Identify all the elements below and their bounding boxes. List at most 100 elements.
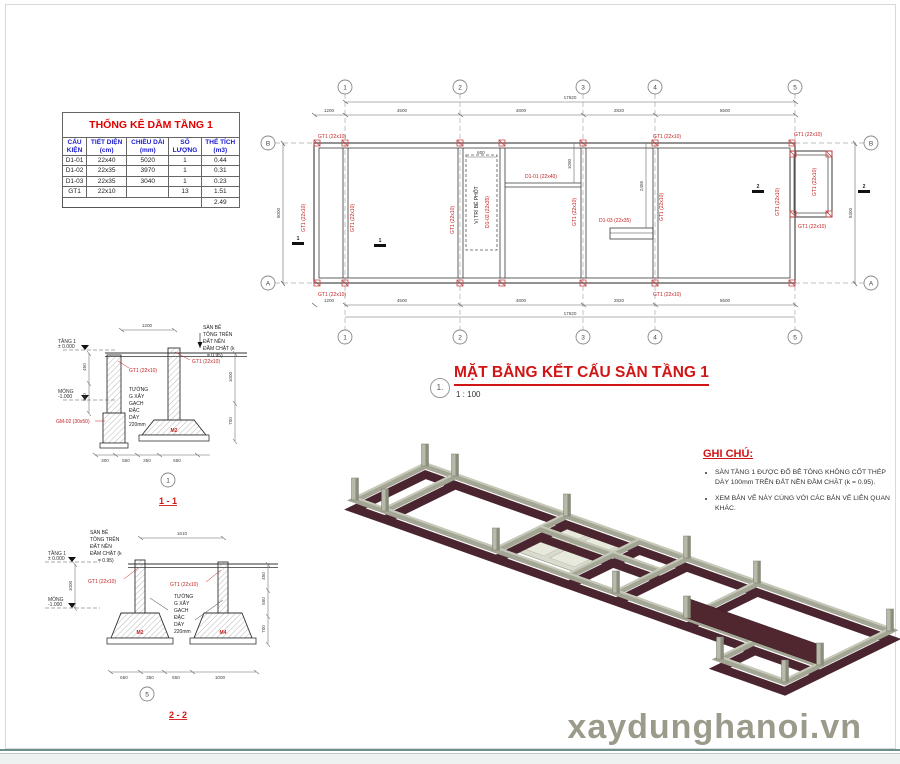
grid-label: 4 [653,335,657,342]
beam-label: GT1 (22x10) [775,188,781,216]
grid-label: 1 [343,85,347,92]
dimension-lines [280,99,858,318]
beam-label: GT1 (22x10) [798,224,826,230]
dim: 650 [172,675,180,680]
level-value: -1.000 [58,394,72,400]
dim: 4800 [516,298,527,303]
table-total: 2.49 [200,196,241,209]
grid-label: 2 [458,85,462,92]
dim: 550 [82,393,87,401]
footer-line [0,749,900,751]
dim: 450 [82,363,87,371]
dim: 2820 [614,108,625,113]
table-title: THỐNG KÊ DẦM TẦNG 1 [62,111,240,139]
svg-text:ĐẦM CHẶT (k: ĐẦM CHẶT (k [90,550,122,557]
grid-label: B [266,141,270,148]
septic-tank-outline [465,154,498,251]
view-number: 1. [430,378,450,398]
dim: 5500 [720,298,731,303]
columns [351,443,894,683]
grid-label: 5 [793,85,797,92]
plan-scale: 1 : 100 [456,390,481,399]
section-marker-label: 2 [757,184,760,190]
section-markers: 1 1 2 2 [292,184,870,247]
dim: 300 [101,458,109,463]
section-marker-label: 2 [863,184,866,190]
level-label: MÓNG [58,388,74,395]
beam-label: GT1 (22x10) [88,579,116,585]
slab-note: SÀN BÊ TÔNG TRÊN ĐẤT NỀN ĐẦM CHẶT (k = 0… [90,528,122,564]
grid-label: 1 [166,478,170,485]
dim-right: 5300 [848,207,853,218]
section-2-2: 1610 TẦNG 1 ± 0.000 MÓNG -1.000 SÀN BÊ T… [45,528,278,720]
footer-line-2 [0,753,900,754]
dim: 700 [228,417,233,425]
level-label: TẦNG 1 [58,338,76,345]
table-total-row: 2.49 [62,196,241,209]
dim: 700 [261,625,266,633]
plan-title-text: MẶT BẰNG KẾT CẤU SÀN TẦNG 1 [454,364,709,386]
svg-text:ĐẶC: ĐẶC [129,407,140,414]
dim: 1200 [324,298,335,303]
dim-total-top: 17620 [564,95,577,100]
section1-geometry [63,327,247,458]
svg-text:220mm: 220mm [174,629,191,635]
svg-text:TÔNG TRÊN: TÔNG TRÊN [203,330,233,338]
svg-text:GẠCH: GẠCH [129,401,144,407]
svg-text:ĐẦM CHẶT (k: ĐẦM CHẶT (k [203,345,235,352]
grid-bubbles: 1 2 3 4 5 1 2 3 4 5 B A B A [260,79,879,345]
beam-label: GT1 (22x10) [350,204,356,232]
wall-note: TƯỜNG G XÂY GẠCH ĐẶC DÀY 220mm [129,386,148,428]
grid-bubble [160,472,176,488]
col-header: TIẾT DIỆN(cm) [86,137,128,156]
dim: 350 [143,458,151,463]
isometric-3d-view [330,443,875,720]
beam-label: GT1 (22x10) [653,292,681,298]
section-caption: 2 - 2 [169,710,187,720]
beam-label: GT1 (22x10) [653,134,681,140]
footing-label: M2 [137,630,144,636]
grid-label: B [869,141,873,148]
beam-label: D1-03 (22x35) [599,218,631,224]
beam-label: D1-01 (22x40) [525,174,557,180]
dim-600: 600 [477,150,485,155]
footing-label: M2 [171,428,178,434]
svg-text:G XÂY: G XÂY [129,393,145,400]
dim: 350 [146,675,154,680]
beam-labels: GT1 (22x10) GT1 (22x10) GT1 (22x10) GT1 … [301,132,826,298]
watermark: xaydunghanoi.vn [567,708,862,746]
beam-label: GT1 (22x10) [450,206,456,234]
notes-block: GHI CHÚ: SÀN TẦNG 1 ĐƯỢC ĐỔ BÊ TÔNG KHÔN… [703,448,895,520]
col-header: CHIỀU DÀI(mm) [126,137,170,156]
grid-label: 4 [653,85,657,92]
dim: 4800 [516,108,527,113]
dim: 1200 [324,108,335,113]
svg-text:TƯỜNG: TƯỜNG [174,593,193,600]
beam-label: GT1 (22x10) [318,292,346,298]
grid-label: A [869,281,874,288]
beam-label: GT1 (22x10) [129,368,157,374]
dim: 4500 [397,298,408,303]
svg-text:DÀY: DÀY [129,414,140,421]
floor-plan: 17620 1200 4500 4800 2820 5500 1200 4500… [260,79,879,345]
beam-label: GT1 (22x10) [572,198,578,226]
svg-text:G XÂY: G XÂY [174,600,190,607]
beam-label: GT1 (22x10) [812,168,818,196]
svg-text:SÀN BÊ: SÀN BÊ [203,323,222,331]
dim: 1610 [177,531,188,536]
svg-text:TƯỜNG: TƯỜNG [129,386,148,393]
col-header: THỂ TÍCH(m3) [200,137,241,156]
beam-label: GT1 (22x10) [794,132,822,138]
beam-label: D1-02 (22x35) [485,196,491,228]
dim: 2820 [614,298,625,303]
grid-label: 5 [145,692,149,699]
pier-marks [313,139,833,287]
slab-note: SÀN BÊ TÔNG TRÊN ĐẤT NỀN ĐẦM CHẶT (k = 0… [203,323,235,359]
level-label: MÓNG [48,596,64,603]
dim: 650 [173,458,181,463]
section-marker-label: 1 [379,238,382,244]
